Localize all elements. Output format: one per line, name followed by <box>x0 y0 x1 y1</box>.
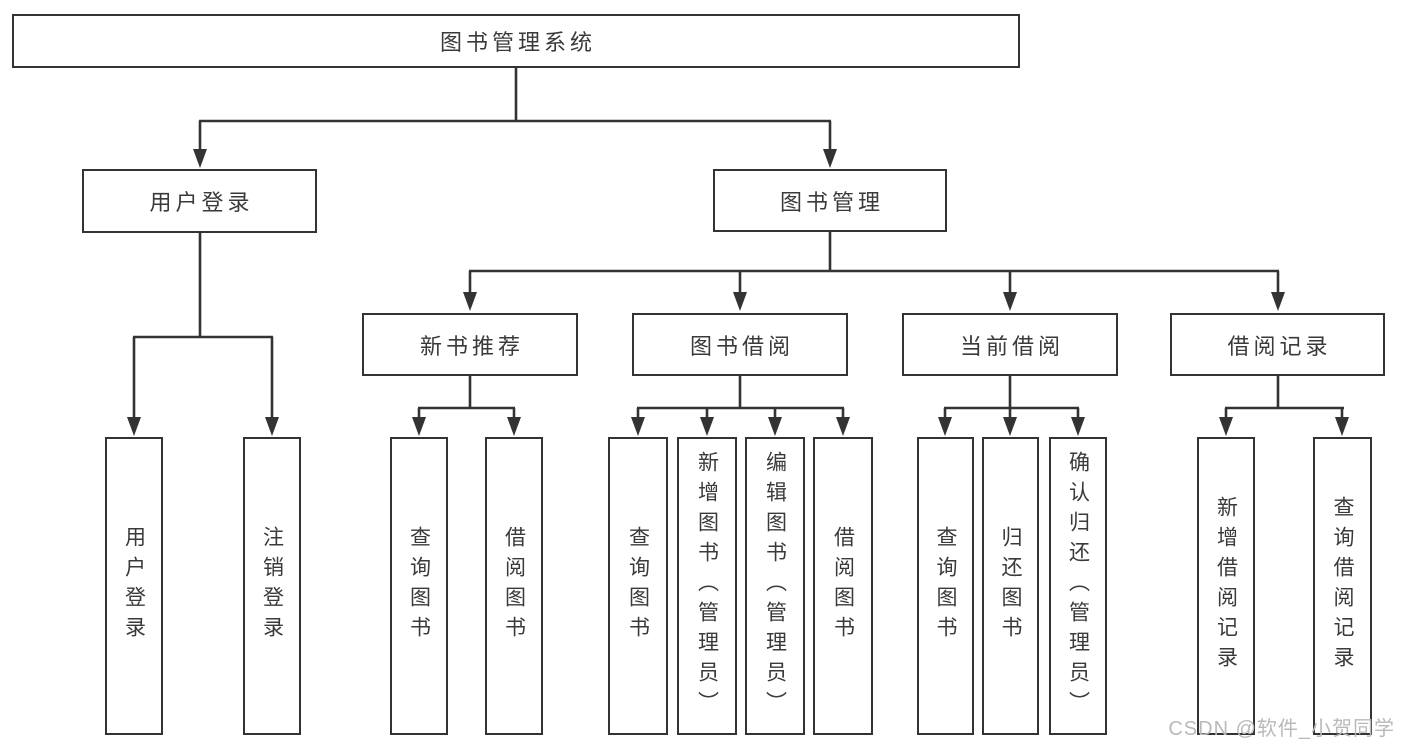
leaf-add-book-admin: 新增图书（管理员） <box>677 437 737 735</box>
leaf-borrow-books-recommend: 借阅图书 <box>485 437 543 735</box>
leaf-query-books-borrow: 查询图书 <box>608 437 668 735</box>
node-book-management: 图书管理 <box>713 169 947 232</box>
connector-borrow-records-to-leaves <box>1219 376 1349 436</box>
leaf-query-borrow-record: 查询借阅记录 <box>1313 437 1372 735</box>
leaf-query-books-current: 查询图书 <box>917 437 974 735</box>
node-user-login-label: 用户登录 <box>149 190 254 215</box>
leaf-confirm-return-admin: 确认归还（管理员） <box>1049 437 1107 735</box>
node-new-book-recommend-label: 新书推荐 <box>419 333 524 359</box>
leaf-edit-book-admin: 编辑图书（管理员） <box>745 437 805 735</box>
leaf-return-book: 归还图书 <box>982 437 1039 735</box>
leaf-add-borrow-record: 新增借阅记录 <box>1197 437 1255 735</box>
node-borrow-records: 借阅记录 <box>1170 313 1385 376</box>
node-book-borrow: 图书借阅 <box>632 313 848 376</box>
node-book-borrow-label: 图书借阅 <box>689 333 794 359</box>
node-user-login: 用户登录 <box>82 169 317 233</box>
connector-user-login-to-leaves <box>127 233 279 436</box>
connector-book-borrow-to-leaves <box>631 376 850 436</box>
node-book-management-label: 图书管理 <box>779 189 884 215</box>
node-new-book-recommend: 新书推荐 <box>362 313 578 376</box>
node-root-label: 图书管理系统 <box>439 30 596 55</box>
connector-new-book-to-leaves <box>412 376 521 436</box>
leaf-user-login: 用户登录 <box>105 437 163 735</box>
connector-book-management-to-level3 <box>463 232 1285 311</box>
node-current-borrow: 当前借阅 <box>902 313 1118 376</box>
csdn-watermark: CSDN @软件_小贺同学 <box>1168 718 1395 740</box>
connector-current-borrow-to-leaves <box>938 376 1085 436</box>
leaf-borrow-books: 借阅图书 <box>813 437 873 735</box>
node-current-borrow-label: 当前借阅 <box>959 333 1064 359</box>
leaf-logout: 注销登录 <box>243 437 301 735</box>
node-borrow-records-label: 借阅记录 <box>1227 333 1332 359</box>
leaf-query-books-recommend: 查询图书 <box>390 437 448 735</box>
node-root: 图书管理系统 <box>12 14 1020 68</box>
connector-root-to-level2 <box>193 68 837 168</box>
